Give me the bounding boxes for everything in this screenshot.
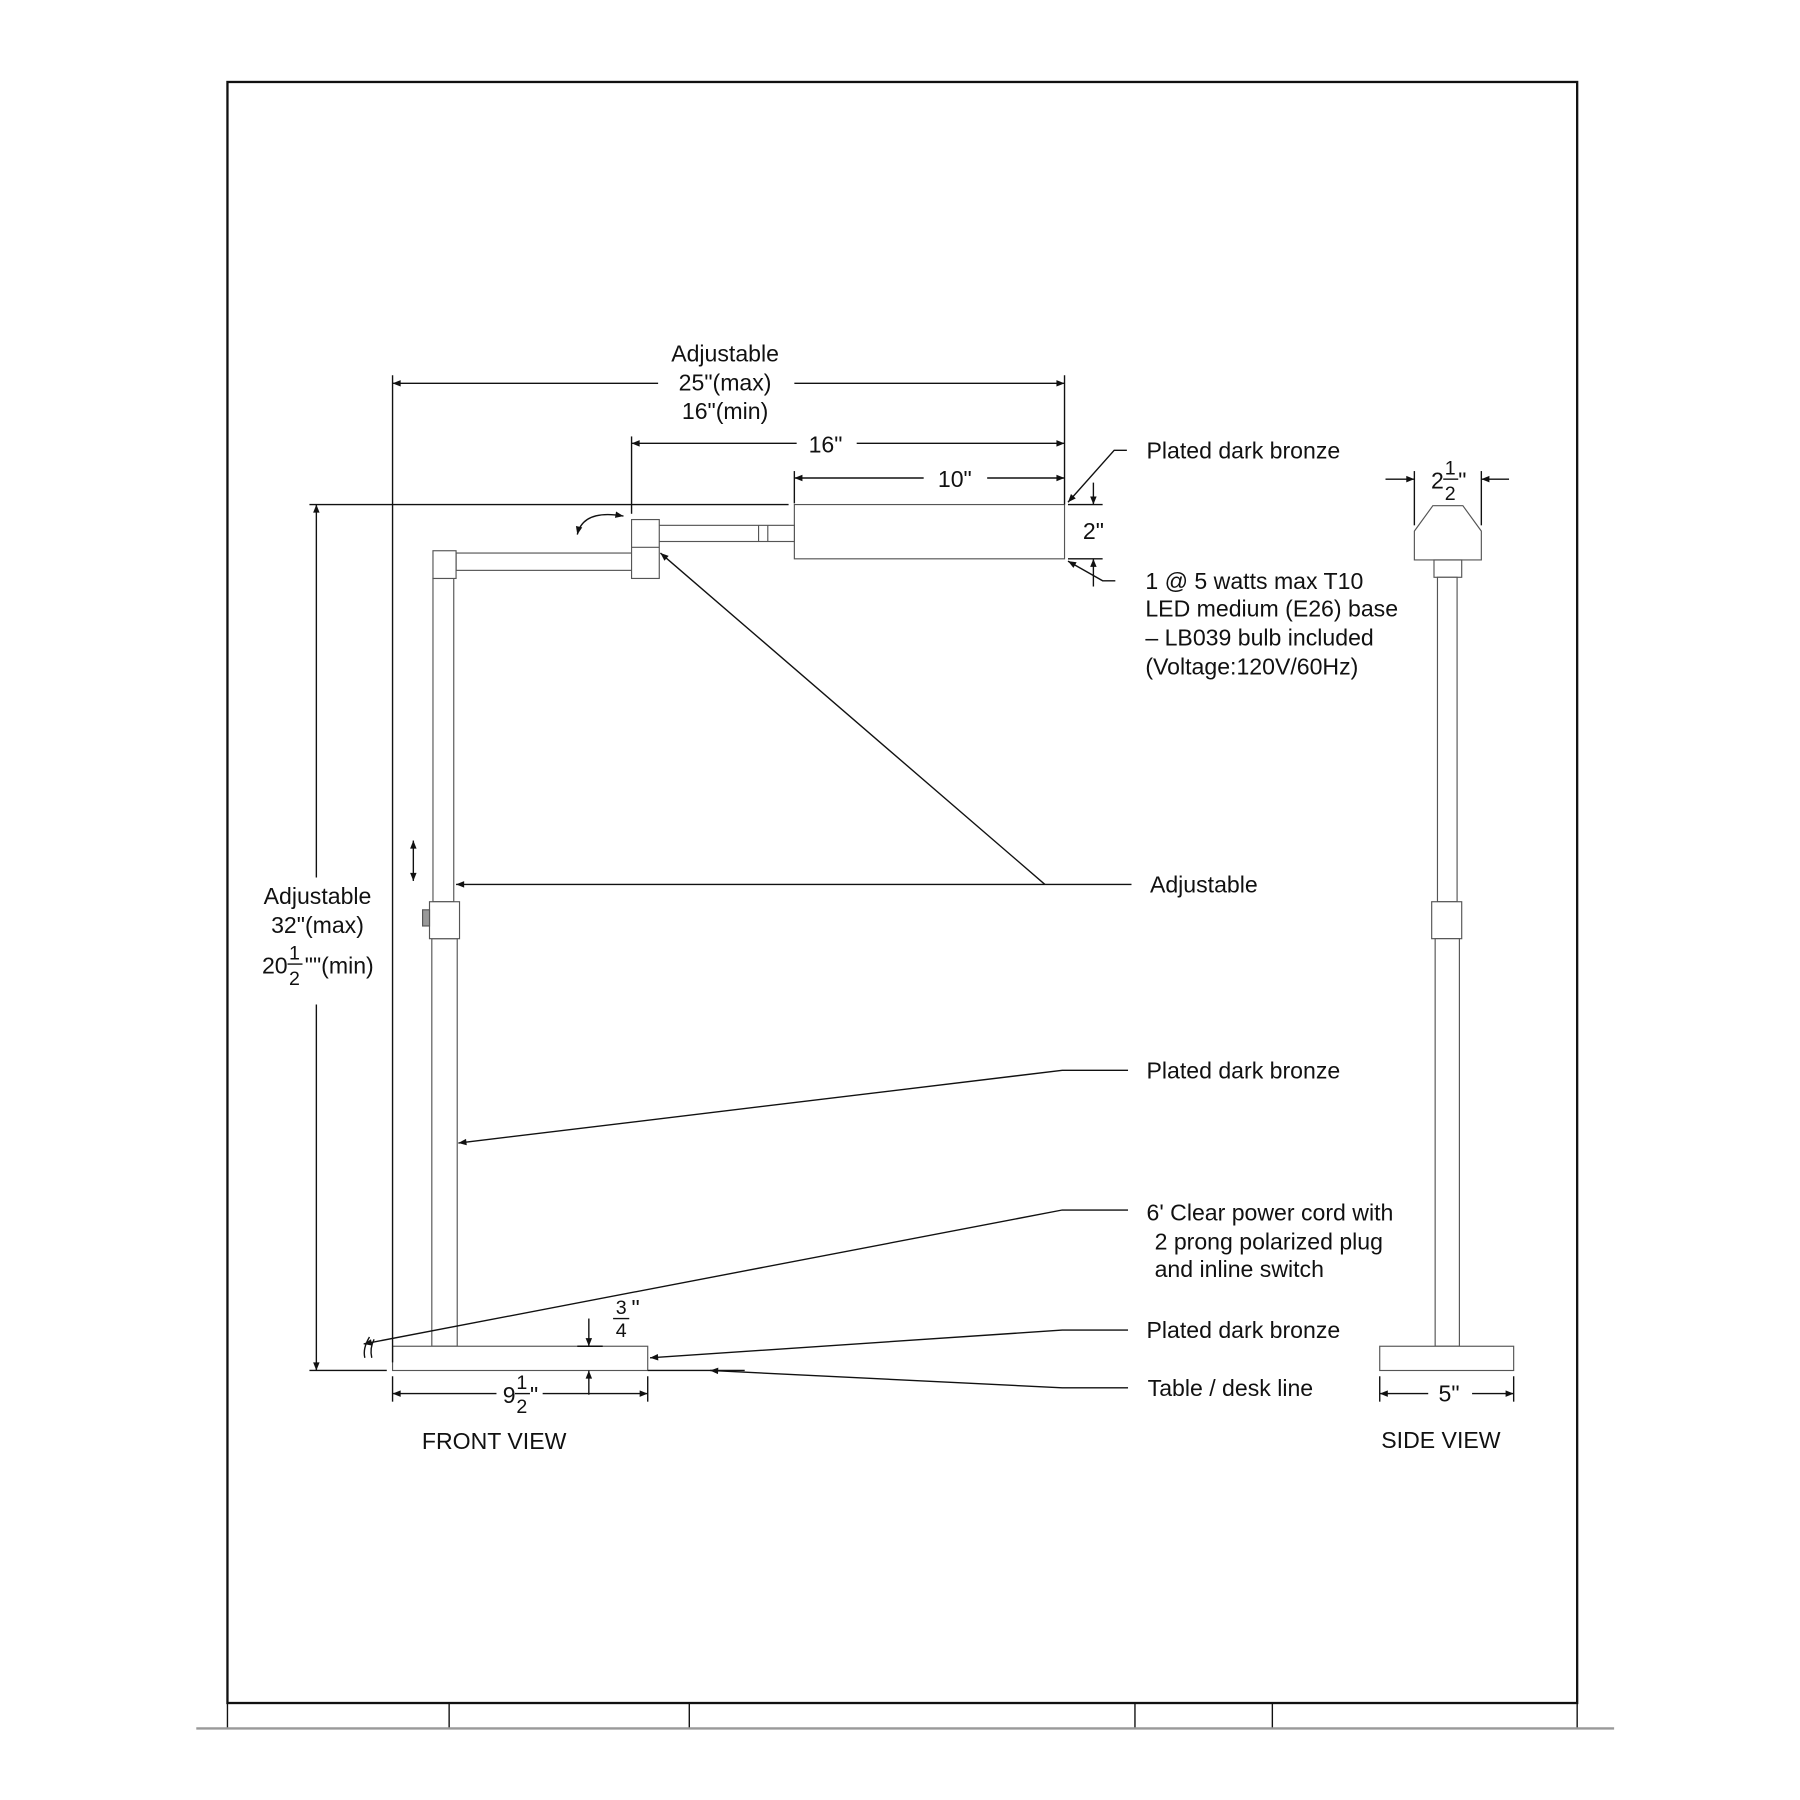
lamp-base [391,1345,649,1372]
reach-min: 16"(min) [682,398,768,424]
callout-head-finish: Plated dark bronze [1147,437,1341,463]
head-length-dimension: 10" [938,466,972,492]
head-rod [657,524,795,543]
lower-stem [431,938,458,1347]
stem-cap [432,550,457,580]
callout-bulb-4: (Voltage:120V/60Hz) [1145,653,1358,679]
lamp-head [793,503,1066,560]
arm-joint [630,518,660,580]
svg-text:": " [1458,467,1466,493]
callout-cord-1: 6' Clear power cord with [1147,1199,1394,1225]
height-label: Adjustable [264,883,372,909]
svg-text:1: 1 [1445,458,1456,480]
height-knob [422,909,431,927]
power-cord [363,1336,375,1358]
height-max: 32"(max) [271,912,364,938]
svg-text:9: 9 [503,1382,516,1408]
base-thickness-dimension: 3 4 " [613,1295,640,1342]
side-view-lamp: 2 1 2 " 5" SIDE VIEW [1379,458,1515,1453]
callout-bulb-2: LED medium (E26) base [1145,596,1398,622]
side-upper-stem [1436,576,1458,903]
callout-bulb-1: 1 @ 5 watts max T10 [1145,568,1363,594]
reach-label: Adjustable [671,340,779,366]
svg-text:2: 2 [1431,467,1444,493]
svg-text:3: 3 [616,1297,627,1319]
svg-text:2: 2 [516,1396,527,1418]
svg-text:""(min): ""(min) [305,952,374,978]
side-lower-stem [1434,938,1460,1347]
side-base [1379,1345,1515,1372]
svg-text:1: 1 [516,1372,527,1394]
side-base-dimension: 5" [1438,1381,1459,1407]
upper-stem [432,577,455,903]
reach-max: 25"(max) [679,369,772,395]
side-head-width-dimension: 2 1 2 " [1431,458,1466,505]
callout-cord-2: 2 prong polarized plug [1155,1228,1383,1254]
head-height-dimension: 2" [1083,518,1104,544]
callout-stem-finish: Plated dark bronze [1147,1057,1341,1083]
callout-base-finish: Plated dark bronze [1147,1317,1341,1343]
svg-text:2: 2 [1445,483,1456,505]
front-view-label: FRONT VIEW [422,1428,567,1454]
base-width-dimension: 9 1 2 " [503,1372,538,1418]
callouts: Plated dark bronze 1 @ 5 watts max T10 L… [363,437,1398,1401]
callout-cord-3: and inline switch [1155,1256,1324,1282]
side-lamp-head [1413,505,1482,561]
callout-bulb-3: – LB039 bulb included [1145,624,1373,650]
svg-text:2: 2 [289,968,300,990]
stem-collar [428,901,461,940]
svg-text:1: 1 [289,942,300,964]
height-min: 20 1 2 ""(min) [262,942,374,989]
front-dimensions: Adjustable 25"(max) 16"(min) 16" 10" 2" … [262,340,1104,1454]
callout-table-line: Table / desk line [1148,1375,1314,1401]
drawing-frame [196,80,1615,1730]
swing-arm [455,552,634,571]
side-stem-collar [1431,901,1463,940]
svg-text:": " [530,1382,538,1408]
side-view-label: SIDE VIEW [1381,1427,1500,1453]
front-view-lamp [363,503,1066,1372]
arm-dimension: 16" [809,432,843,458]
svg-text:4: 4 [616,1320,627,1342]
callout-adjustable: Adjustable [1150,871,1258,897]
svg-text:20: 20 [262,952,288,978]
svg-text:": " [632,1295,640,1321]
rotate-arrow [575,511,624,535]
